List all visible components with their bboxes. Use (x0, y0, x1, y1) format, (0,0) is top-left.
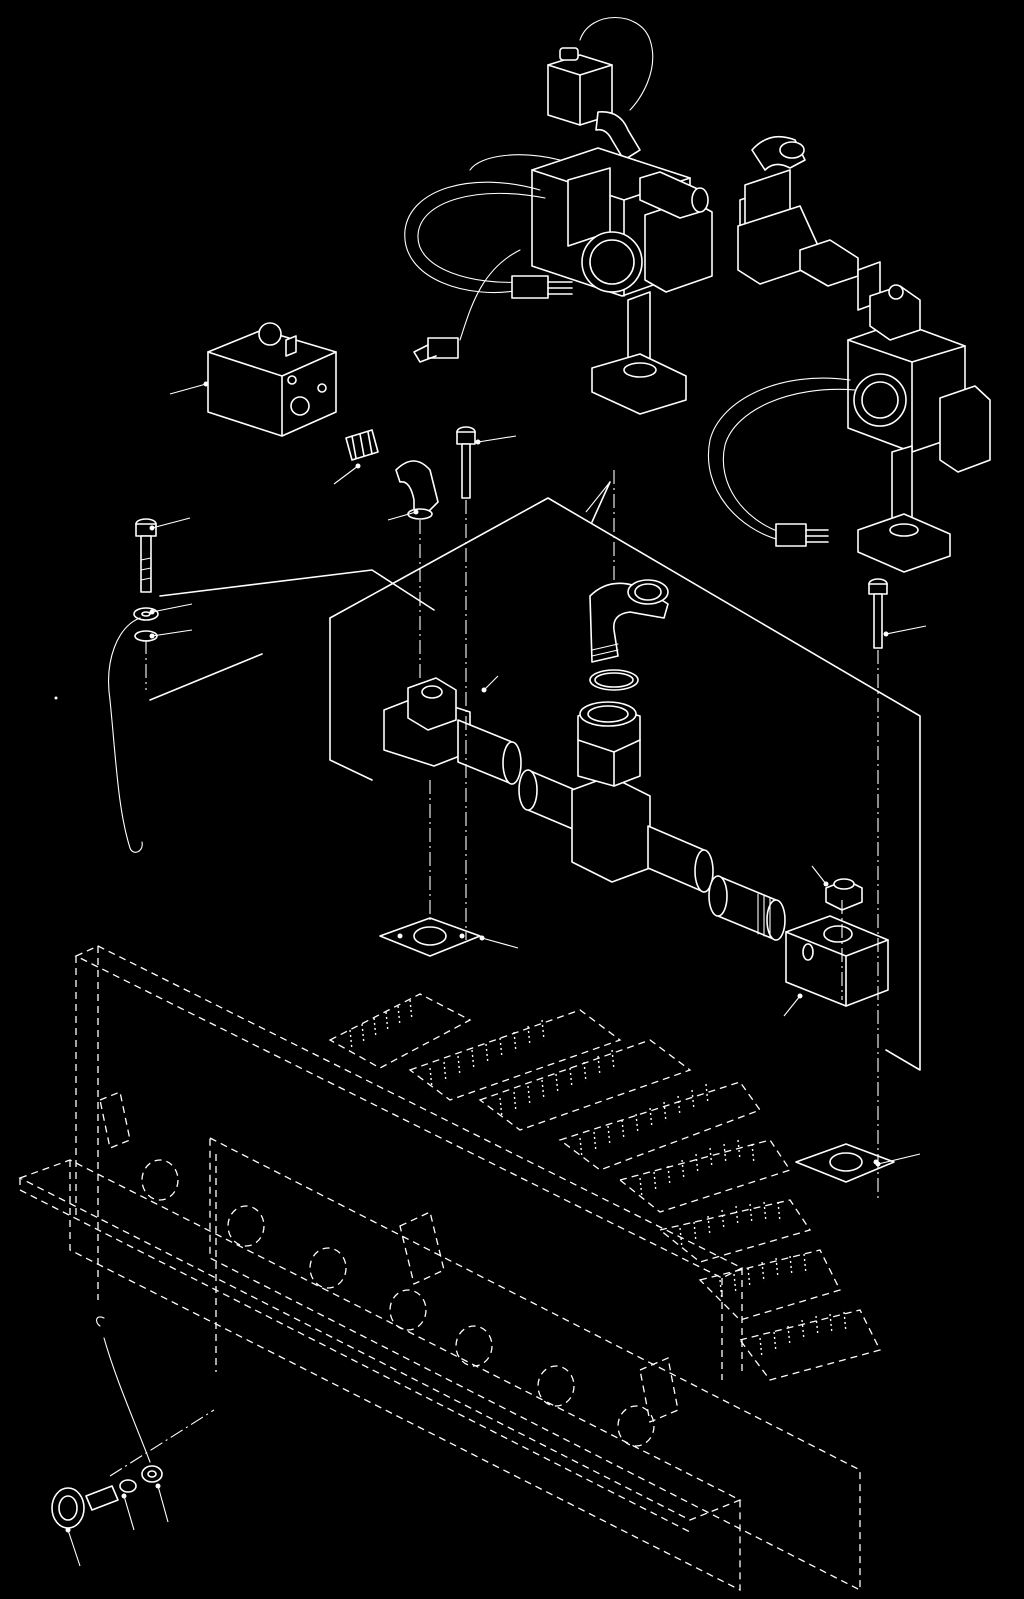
elbow-fitting (589, 579, 669, 663)
gas-manifold-pipe (383, 677, 786, 941)
o-ring (589, 669, 639, 691)
hex-bolts (135, 426, 888, 649)
gasket-right (795, 1143, 895, 1183)
plug (825, 878, 863, 911)
nipple (345, 429, 379, 461)
flange-right (785, 915, 889, 1007)
gas-valve-upper (531, 47, 713, 415)
gas-valve-right (737, 135, 991, 573)
frame-lines (149, 481, 921, 1071)
pressure-switch (207, 322, 337, 437)
burner-assembly (18, 945, 881, 1592)
leader-lines (54, 381, 927, 1567)
ground-wire-lower (95, 1316, 215, 1477)
wiring-harness-right (708, 377, 856, 547)
gasket-left (379, 917, 481, 957)
wiring-harness-upper (404, 17, 654, 363)
ground-wire-upper (108, 617, 143, 853)
alignment-lines (145, 470, 879, 1200)
ring-terminals (119, 1465, 163, 1493)
hex-bolts (51, 1485, 119, 1529)
